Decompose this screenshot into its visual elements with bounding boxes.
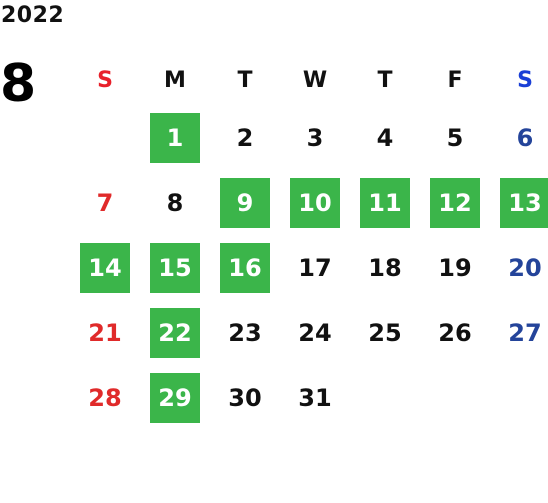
weekday-header: F [447, 67, 463, 93]
day-number: 31 [298, 383, 332, 412]
day-number: 5 [446, 123, 464, 152]
day-number: 27 [508, 318, 542, 347]
highlighted-day-number: 22 [150, 307, 200, 358]
day-number: 20 [508, 253, 542, 282]
highlighted-day-number: 15 [150, 242, 200, 293]
day-number: 6 [516, 123, 534, 152]
day-cell[interactable]: 18 [350, 235, 420, 300]
day-cell[interactable]: 19 [420, 235, 490, 300]
day-number: 26 [438, 318, 472, 347]
day-cell[interactable]: 28 [70, 365, 140, 430]
weekday-header: M [164, 67, 186, 93]
day-number: 8 [166, 188, 184, 217]
highlighted-day-number: 9 [220, 177, 270, 228]
day-cell[interactable]: 20 [490, 235, 548, 300]
day-cell[interactable]: 10 [280, 170, 350, 235]
day-number: 30 [228, 383, 262, 412]
day-cell[interactable]: 4 [350, 105, 420, 170]
day-number: 21 [88, 318, 122, 347]
day-cell[interactable]: 23 [210, 300, 280, 365]
day-cell[interactable]: 13 [490, 170, 548, 235]
day-cell[interactable]: 21 [70, 300, 140, 365]
day-number: 3 [306, 123, 324, 152]
day-cell[interactable]: 11 [350, 170, 420, 235]
day-cell[interactable]: 14 [70, 235, 140, 300]
day-cell[interactable]: 7 [70, 170, 140, 235]
day-cell[interactable]: 22 [140, 300, 210, 365]
day-cell[interactable]: 1 [140, 105, 210, 170]
highlighted-day-number: 1 [150, 112, 200, 163]
day-cell[interactable]: 25 [350, 300, 420, 365]
highlighted-day-number: 11 [360, 177, 410, 228]
day-cell[interactable]: 9 [210, 170, 280, 235]
day-cell[interactable]: 31 [280, 365, 350, 430]
day-cell[interactable]: 2 [210, 105, 280, 170]
day-cell[interactable]: 17 [280, 235, 350, 300]
day-number: 17 [298, 253, 332, 282]
day-number: 4 [376, 123, 394, 152]
day-number: 19 [438, 253, 472, 282]
day-number: 23 [228, 318, 262, 347]
highlighted-day-number: 14 [80, 242, 130, 293]
day-cell[interactable]: 3 [280, 105, 350, 170]
day-number: 24 [298, 318, 332, 347]
weekday-header: S [97, 67, 113, 93]
weekday-header: T [377, 67, 393, 93]
highlighted-day-number: 29 [150, 372, 200, 423]
weekday-header: T [237, 67, 253, 93]
day-cell[interactable]: 27 [490, 300, 548, 365]
day-number: 7 [96, 188, 114, 217]
empty-day-cell [70, 105, 140, 170]
day-cell[interactable]: 24 [280, 300, 350, 365]
highlighted-day-number: 16 [220, 242, 270, 293]
year-label: 2022 [1, 3, 65, 28]
highlighted-day-number: 10 [290, 177, 340, 228]
month-label: 8 [0, 54, 37, 114]
day-number: 18 [368, 253, 402, 282]
day-cell[interactable]: 29 [140, 365, 210, 430]
day-cell[interactable]: 8 [140, 170, 210, 235]
day-cell[interactable]: 6 [490, 105, 548, 170]
day-cell[interactable]: 15 [140, 235, 210, 300]
day-cell[interactable]: 5 [420, 105, 490, 170]
day-cell[interactable]: 16 [210, 235, 280, 300]
day-cell[interactable]: 26 [420, 300, 490, 365]
day-number: 25 [368, 318, 402, 347]
day-number: 2 [236, 123, 254, 152]
highlighted-day-number: 12 [430, 177, 480, 228]
highlighted-day-number: 13 [500, 177, 548, 228]
weekday-header: S [517, 67, 533, 93]
day-cell[interactable]: 12 [420, 170, 490, 235]
day-number: 28 [88, 383, 122, 412]
day-cell[interactable]: 30 [210, 365, 280, 430]
weekday-header: W [302, 67, 328, 93]
